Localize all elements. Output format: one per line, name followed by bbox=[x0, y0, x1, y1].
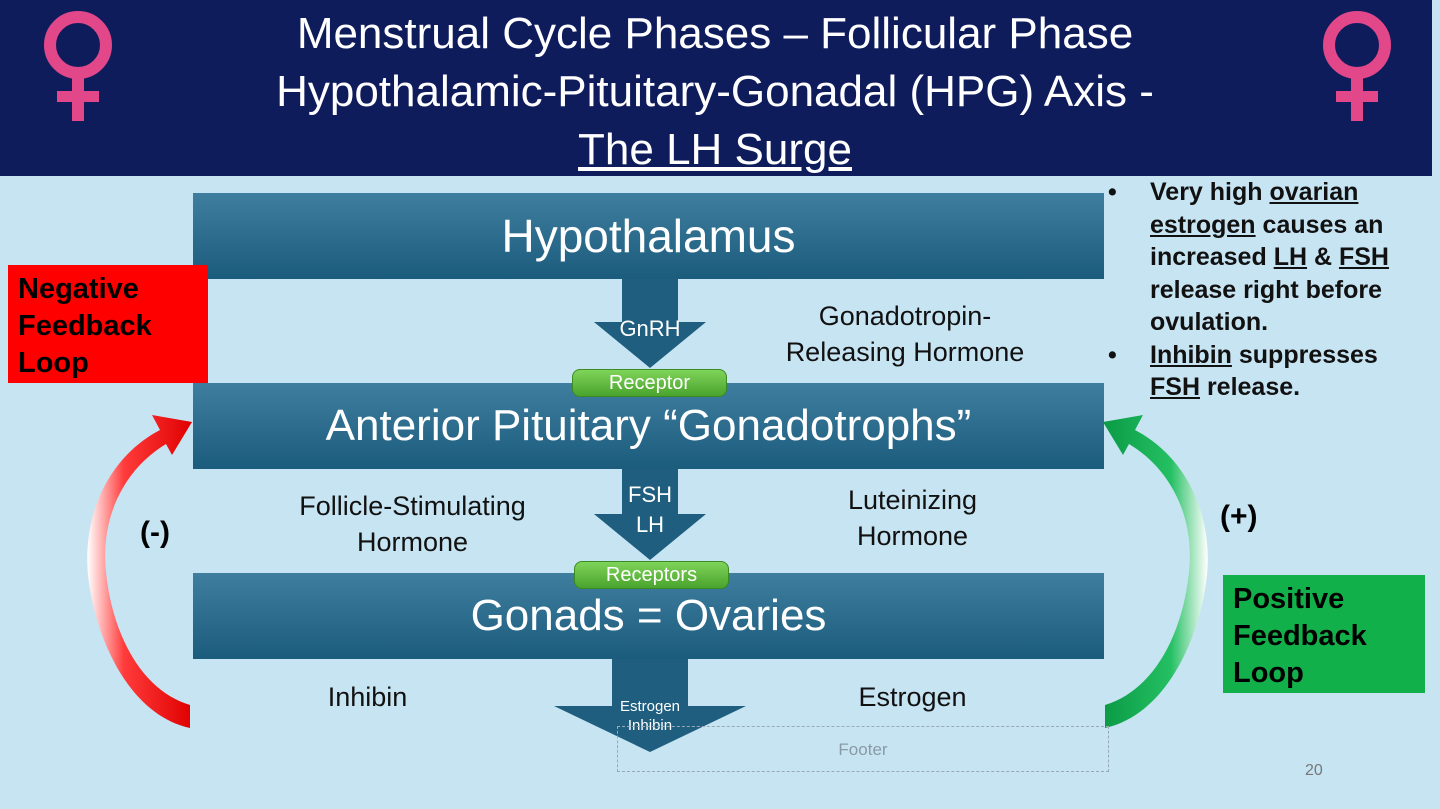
negative-line3: Loop bbox=[18, 347, 89, 379]
bullet-list: Very high ovarian estrogen causes an inc… bbox=[1108, 176, 1433, 404]
title-banner bbox=[0, 0, 1432, 176]
gnrh-arrow bbox=[594, 278, 706, 368]
bullet-text: release right before ovulation. bbox=[1150, 275, 1383, 337]
venus-icon bbox=[44, 11, 112, 121]
fsh-full-line2: Hormone bbox=[356, 527, 469, 557]
negative-feedback-box: Negative Feedback Loop bbox=[8, 265, 208, 383]
gnrh-label: GnRH bbox=[619, 316, 681, 341]
estrogen-small-label: Estrogen bbox=[619, 698, 681, 715]
negative-sign: (-) bbox=[140, 516, 170, 549]
bullet-text: causes an increased bbox=[1150, 210, 1384, 272]
lh-term: LH bbox=[1273, 243, 1308, 271]
fsh-term: FSH bbox=[1338, 243, 1389, 271]
bullet-text: Very high bbox=[1150, 178, 1270, 206]
ovarian-term: ovarian bbox=[1269, 178, 1359, 206]
receptor-pill: Receptor bbox=[572, 369, 727, 397]
estrogen-term: estrogen bbox=[1150, 210, 1256, 239]
estrogen-inhibin-arrow bbox=[554, 659, 746, 752]
bullet-estrogen-surge: Very high ovarian estrogen causes an inc… bbox=[1108, 176, 1433, 339]
anterior-pituitary-bar: Anterior Pituitary “Gonadotrophs” bbox=[193, 383, 1104, 469]
lh-full-line1: Luteinizing bbox=[847, 485, 978, 515]
negative-feedback-arrow bbox=[87, 415, 192, 728]
fsh-lh-label: FSH LH bbox=[600, 480, 700, 540]
footer-placeholder[interactable]: Footer bbox=[617, 726, 1109, 772]
gnrh-full-name: Gonadotropin- Releasing Hormone bbox=[760, 298, 1050, 370]
positive-line3: Loop bbox=[1233, 657, 1304, 689]
receptors-pill: Receptors bbox=[574, 561, 729, 589]
lh-full-line2: Hormone bbox=[856, 521, 969, 551]
title-line-3: The LH Surge bbox=[578, 125, 852, 174]
estrogen-inhibin-label: Estrogen Inhibin bbox=[600, 697, 700, 735]
inhibin-term: Inhibin bbox=[1150, 340, 1232, 369]
venus-icon bbox=[1323, 11, 1391, 121]
hypothalamus-bar: Hypothalamus bbox=[193, 193, 1104, 279]
positive-line1: Positive bbox=[1233, 583, 1345, 615]
bullet-text: & bbox=[1307, 243, 1339, 271]
negative-line2: Feedback bbox=[18, 310, 152, 342]
positive-feedback-arrow bbox=[1103, 415, 1208, 728]
fsh-full-name: Follicle-Stimulating Hormone bbox=[270, 488, 555, 560]
inhibin-small-label: Inhibin bbox=[627, 717, 673, 734]
fsh-full-line1: Follicle-Stimulating bbox=[299, 491, 526, 521]
positive-feedback-box: Positive Feedback Loop bbox=[1223, 575, 1425, 693]
fsh-term: FSH bbox=[1150, 373, 1200, 401]
negative-line1: Negative bbox=[18, 273, 139, 305]
estrogen-label: Estrogen bbox=[858, 682, 967, 712]
bullet-text: suppresses bbox=[1231, 340, 1378, 369]
bullet-inhibin: Inhibin suppresses FSH release. bbox=[1108, 339, 1433, 404]
title-line-1: Menstrual Cycle Phases – Follicular Phas… bbox=[296, 9, 1134, 58]
fsh-lh-arrow bbox=[594, 468, 706, 560]
title-line-2: Hypothalamic-Pituitary-Gonadal (HPG) Axi… bbox=[276, 67, 1154, 116]
page-number: 20 bbox=[1305, 762, 1323, 779]
fsh-label: FSH bbox=[628, 482, 672, 507]
gnrh-full-line1: Gonadotropin- bbox=[818, 301, 992, 331]
inhibin-label: Inhibin bbox=[327, 682, 408, 712]
positive-sign: (+) bbox=[1220, 500, 1258, 533]
positive-line2: Feedback bbox=[1233, 620, 1367, 652]
lh-full-name: Luteinizing Hormone bbox=[800, 482, 1025, 554]
bullet-text: release. bbox=[1200, 373, 1301, 401]
gnrh-full-line2: Releasing Hormone bbox=[785, 337, 1025, 367]
lh-label: LH bbox=[635, 512, 665, 537]
